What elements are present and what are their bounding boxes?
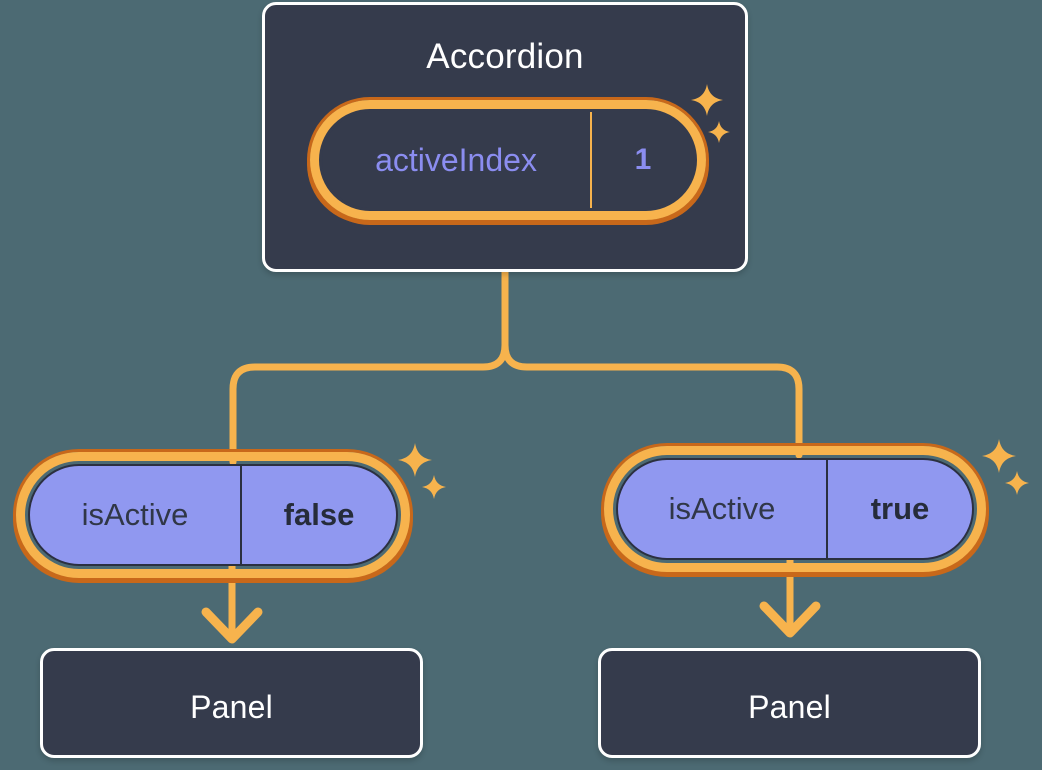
sparkle-small-icon [1004,470,1030,496]
state-key-activeindex: activeIndex [322,112,592,208]
state-pill-ring [16,452,410,578]
panel-title-right: Panel [748,689,831,725]
sparkle-icon [397,442,433,478]
state-pill-body: activeIndex 1 [322,112,694,208]
state-pill-ring [310,100,706,220]
state-pill-body: isActive false [28,464,398,566]
state-pill-ring [604,446,986,572]
wire-trunk-split [229,268,803,466]
state-pill-body: isActive true [616,458,974,560]
panel-component-left[interactable]: Panel [40,648,423,758]
accordion-title: Accordion [426,37,584,76]
panel-title-left: Panel [190,689,273,725]
sparkle-icon [981,438,1017,474]
arrow-down-icon-left [201,607,263,644]
state-value-isactive-left: false [240,466,396,564]
state-value-activeindex: 1 [634,143,652,176]
panel-component-right[interactable]: Panel [598,648,981,758]
state-key-isactive-left: isActive [81,497,189,532]
arrow-down-icon-right [759,601,821,638]
state-value-isactive-right: true [826,460,972,558]
state-key-isactive-right: isActive [668,491,776,526]
sparkle-small-icon [421,474,447,500]
